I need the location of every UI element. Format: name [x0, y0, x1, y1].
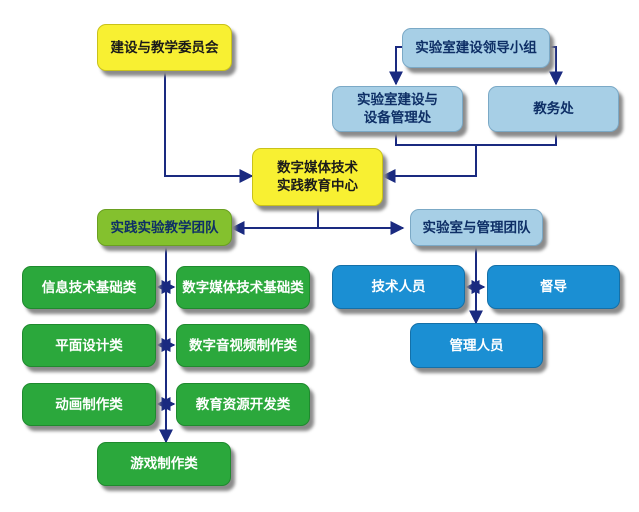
- node-info-tech: 信息技术基础类: [22, 266, 156, 309]
- node-lab-equipment: 实验室建设与 设备管理处: [332, 86, 463, 132]
- line-upper-merge: [381, 132, 477, 183]
- node-technicians: 技术人员: [332, 265, 465, 309]
- node-lab-leading-group: 实验室建设领导小组: [402, 28, 550, 68]
- line-academic-down: [476, 132, 557, 146]
- node-academic-affairs: 教务处: [488, 86, 619, 132]
- node-graphic-design: 平面设计类: [22, 324, 156, 367]
- node-practice-team: 实践实验教学团队: [97, 209, 232, 246]
- line-group-to-lab-equipment: [389, 46, 403, 86]
- node-game: 游戏制作类: [97, 442, 231, 486]
- node-audio-video: 数字音视频制作类: [176, 324, 310, 367]
- line-group-to-academic: [549, 46, 563, 86]
- node-lab-mgmt-team: 实验室与管理团队: [410, 209, 543, 246]
- node-center: 数字媒体技术 实践教育中心: [252, 148, 383, 206]
- node-edu-resources: 教育资源开发类: [176, 383, 310, 426]
- node-committee: 建设与教学委员会: [97, 24, 232, 71]
- node-supervision: 督导: [487, 265, 620, 309]
- line-committee-to-center: [164, 72, 254, 183]
- node-digital-media-tech: 数字媒体技术基础类: [176, 266, 310, 309]
- node-managers: 管理人员: [410, 323, 543, 368]
- node-animation: 动画制作类: [22, 383, 156, 426]
